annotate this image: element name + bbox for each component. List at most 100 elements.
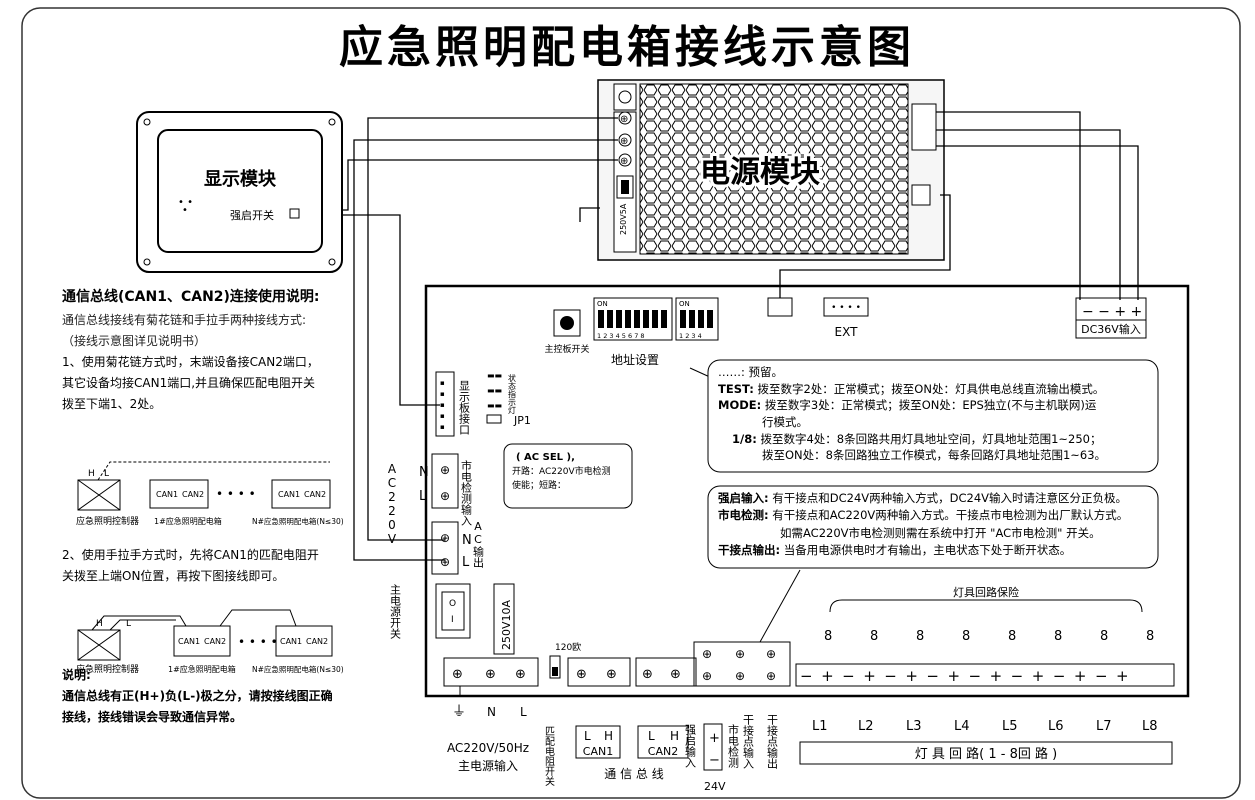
legend-line3: 1、使用菊花链方式时，末端设备接CAN2端口，	[62, 354, 319, 369]
can1-h: H	[604, 729, 613, 743]
svg-text:▬▬: ▬▬	[487, 401, 502, 410]
svg-text:⊕: ⊕	[440, 489, 450, 503]
svg-text:8: 8	[1146, 629, 1154, 644]
dip8-on: ON	[597, 300, 608, 308]
note-mains-key: 市电检测:	[718, 508, 769, 523]
main-board-switch[interactable]	[560, 316, 574, 330]
svg-text:• • • •: • • • •	[831, 303, 861, 313]
status-led-label: 状态指示灯	[508, 373, 517, 415]
power-in-l: L	[520, 705, 527, 719]
svg-text:⊕: ⊕	[452, 667, 463, 682]
note-force-key: 强启输入:	[718, 491, 769, 505]
svg-text:⊕: ⊕	[670, 667, 681, 682]
d1-controller: 应急照明控制器	[76, 515, 139, 527]
match-resistor-switch[interactable]	[549, 655, 561, 679]
legend-note-head: 说明:	[62, 667, 91, 682]
force-start-switch-label: 强启开关	[230, 208, 274, 222]
svg-text:▪: ▪	[440, 423, 445, 431]
address-label: 地址设置	[611, 353, 659, 367]
mode-dip4[interactable]	[675, 297, 719, 341]
display-port[interactable]	[435, 371, 455, 437]
ext-port[interactable]	[823, 297, 869, 317]
bottom-labels: ⏚ N L AC220V/50Hz 主电源输入 匹配电阻开关 L H CAN1 …	[447, 686, 1173, 793]
d2-can2: CAN2	[204, 637, 226, 646]
svg-text:⊕: ⊕	[485, 667, 496, 682]
svg-text:⊕: ⊕	[440, 463, 450, 477]
main-switch-label: 主控板开关	[544, 343, 589, 355]
lamp-fuse-label: 灯具回路保险	[953, 585, 1019, 599]
power-in-n: N	[487, 705, 496, 719]
power-fuse-label: 250V5A	[619, 203, 628, 235]
display-module-label: 显示模块	[204, 168, 277, 190]
r120-label: 120欧	[555, 641, 581, 653]
bus-label: 通 信 总 线	[604, 767, 663, 781]
indicator-dots: • •	[178, 197, 193, 208]
d1-l: L	[104, 469, 109, 479]
display-port-label: 显示板接口	[458, 380, 471, 435]
note-18-val: 拨至数字4处：8条回路共用灯具地址空间，灯具地址范围1~250；	[760, 431, 1102, 446]
svg-text:8: 8	[962, 629, 970, 644]
force-start-switch[interactable]	[289, 208, 300, 219]
svg-text:▪: ▪	[440, 401, 445, 409]
can2-label: CAN2	[648, 745, 678, 758]
svg-text:O: O	[449, 599, 456, 609]
d1-box1: 1#应急照明配电箱	[154, 516, 222, 526]
power-module: ⊕ ⊕ ⊕ 250V5A 电源模块	[597, 79, 945, 261]
legend-heading: 通信总线(CAN1、CAN2)连接使用说明:	[62, 289, 320, 305]
main-power-switch[interactable]	[441, 591, 465, 631]
v24-label: 24V	[704, 780, 726, 793]
power-in-label1: AC220V/50Hz	[447, 741, 529, 755]
main-board	[424, 284, 1190, 698]
svg-text:▪: ▪	[440, 412, 445, 420]
loops-range-label: 灯 具 回 路( 1 - 8回 路 )	[915, 746, 1057, 762]
note-test-val: 拨至数字2处：正常模式；拨至ON处：灯具供电总线直流输出模式。	[757, 381, 1105, 396]
note-box-switches	[707, 359, 1159, 473]
terminals-bottom: 120欧 ⊕⊕⊕ ⊕⊕ ⊕⊕ ⊕⊕⊕ ⊕⊕⊕ −+−+−+−+−+−+−+−+ …	[443, 585, 1175, 687]
svg-text:8: 8	[1008, 629, 1016, 644]
note-18-val2: 拨至ON处：8条回路独立工作模式，每条回路灯具地址范围1~63。	[762, 448, 1107, 463]
note-mains-val: 有干接点和AC220V两种输入方式。干接点市电检测为出厂默认方式。	[772, 508, 1129, 523]
force-plus: +	[709, 731, 720, 746]
mains-in-n: N	[419, 465, 429, 480]
daisy-chain-diagram: CAN1 CAN2 • • • • CAN1 CAN2 H L 应急照明控制器 …	[76, 461, 344, 527]
can1-label: CAN1	[583, 745, 613, 758]
legend-line6: 2、使用手拉手方式时，先将CAN1的匹配电阻开	[62, 547, 319, 562]
force-in-label: 强启输入	[684, 724, 697, 768]
svg-text:⊕: ⊕	[702, 647, 712, 661]
svg-text:I: I	[451, 615, 454, 625]
can2-l: L	[648, 729, 655, 743]
svg-text:8: 8	[870, 629, 878, 644]
svg-text:L1: L1	[812, 719, 828, 734]
svg-text:L5: L5	[1002, 719, 1018, 734]
legend-line4: 其它设备均接CAN1端口,并且确保匹配电阻开关	[62, 375, 316, 390]
ext-label: EXT	[835, 325, 859, 339]
address-dip8[interactable]	[593, 297, 673, 341]
dip4-numbers: 1 2 3 4	[679, 332, 702, 340]
legend-line1: 通信总线接线有菊花链和手拉手两种接线方式:	[62, 312, 307, 327]
d2-box1: 1#应急照明配电箱	[168, 664, 236, 674]
dc36-label: DC36V输入	[1081, 322, 1141, 336]
note-reserved: ……: 预留。	[718, 365, 784, 379]
svg-text:L7: L7	[1096, 719, 1112, 734]
ac220v-label: AC220V	[385, 462, 399, 546]
ac-out-n: N	[462, 533, 472, 548]
ac-out-l: L	[462, 555, 470, 570]
note-dry-key: 干接点输出:	[718, 542, 781, 557]
display-module: 显示模块 • • • 强启开关	[136, 111, 343, 273]
jp1-jumper[interactable]	[486, 414, 502, 424]
ac-sel-title: ( AC SEL ),	[516, 452, 575, 463]
mains-in-l: L	[419, 489, 427, 504]
note-force-val: 有干接点和DC24V两种输入方式，DC24V输入时请注意区分正负极。	[772, 491, 1128, 505]
d2-l: L	[126, 619, 131, 629]
mains-detect-in-label: 市电检测输入	[460, 459, 473, 526]
svg-text:⊕: ⊕	[515, 667, 526, 682]
d1-can2-n: CAN2	[304, 490, 326, 499]
svg-text:⊕: ⊕	[620, 114, 628, 125]
dip4-on: ON	[679, 300, 690, 308]
legend-line7: 关拨至上端ON位置，再按下图接线即可。	[62, 568, 285, 583]
note-mains-val2: 如需AC220V市电检测则需在系统中打开 "AC市电检测" 开关。	[780, 525, 1101, 540]
d2-can1: CAN1	[178, 637, 200, 646]
d2-can1-n: CAN1	[280, 637, 302, 646]
